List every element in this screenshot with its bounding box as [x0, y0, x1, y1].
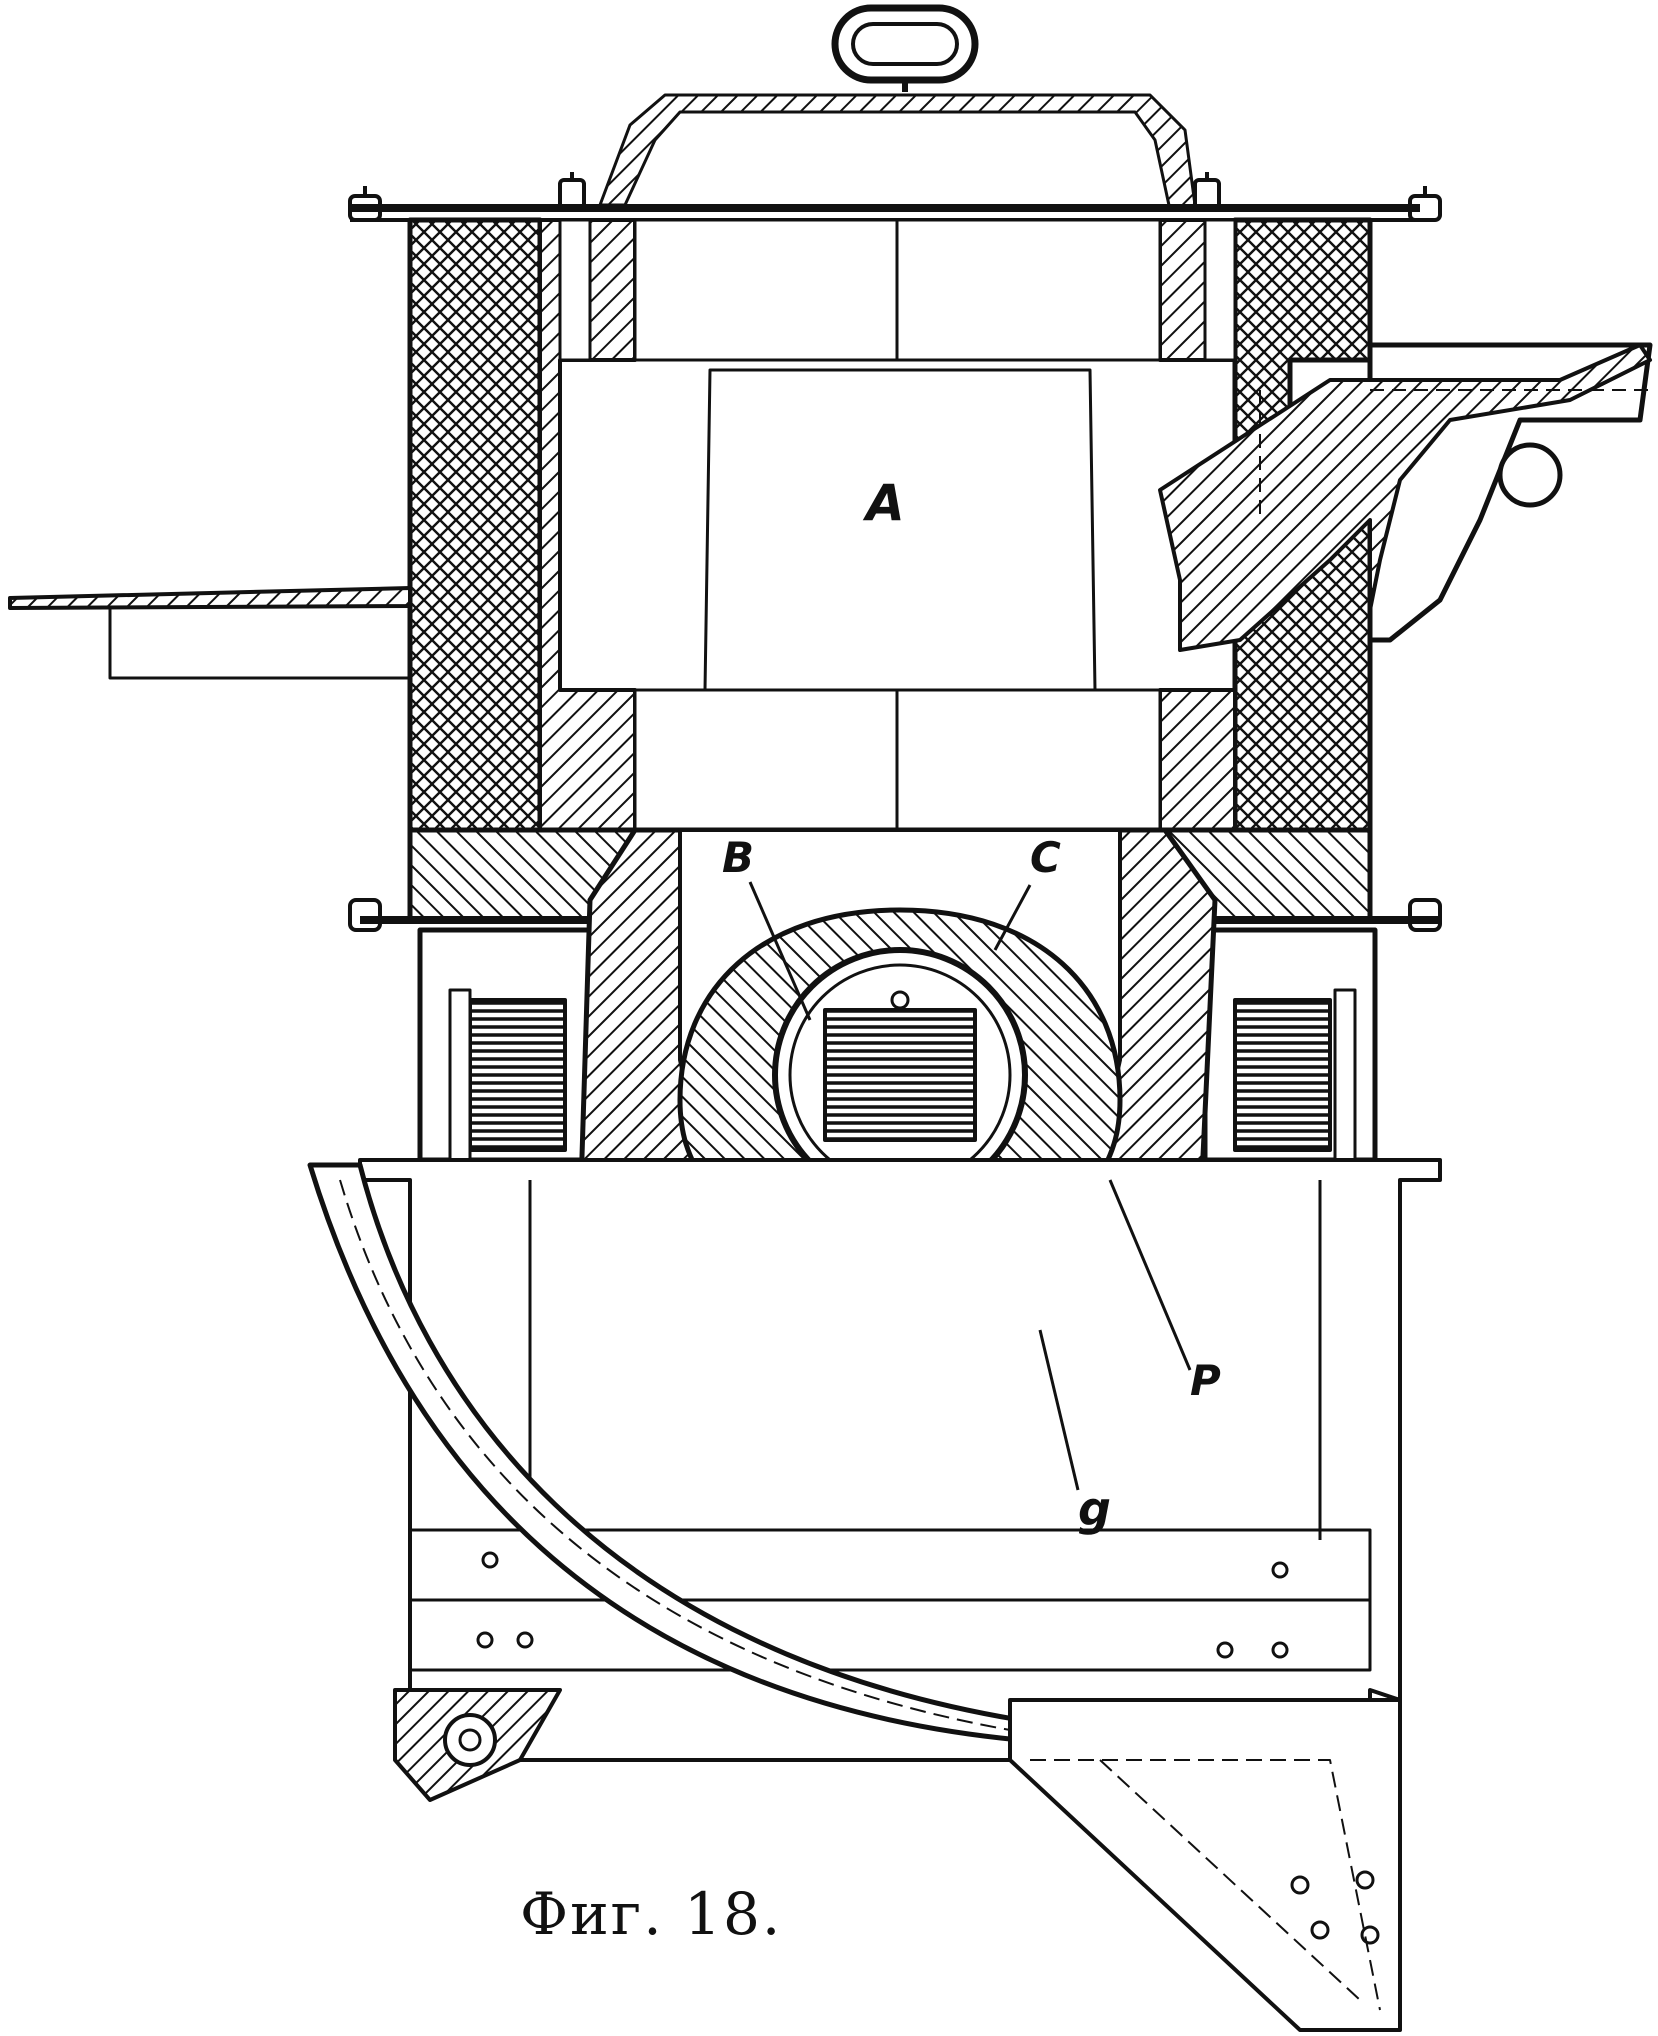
furnace-lid [350, 93, 1420, 222]
figure-caption: Фиг. 18. [520, 1880, 783, 1948]
right-transformer-housing [1202, 927, 1378, 1163]
chamber-a-blocks [633, 218, 1162, 832]
refractory-lining [538, 218, 1237, 832]
right-tilting-arm [1158, 342, 1653, 652]
label-c: C [1030, 833, 1061, 882]
left-transformer-housing [417, 927, 593, 1163]
bottom-left-foot [393, 1688, 562, 1802]
core-ring [772, 947, 1028, 1203]
label-a: A [862, 474, 905, 532]
base-frame [358, 1158, 1442, 1762]
leader-lines [748, 881, 1192, 1491]
lid-handle [831, 4, 979, 92]
top-bolts [348, 172, 1442, 222]
label-b: B [722, 833, 754, 882]
bottom-right-support [1008, 1698, 1402, 2032]
label-p: P [1190, 1356, 1221, 1405]
left-spout [8, 586, 412, 680]
insulation-walls [407, 217, 1373, 833]
label-g: g [1078, 1482, 1111, 1536]
